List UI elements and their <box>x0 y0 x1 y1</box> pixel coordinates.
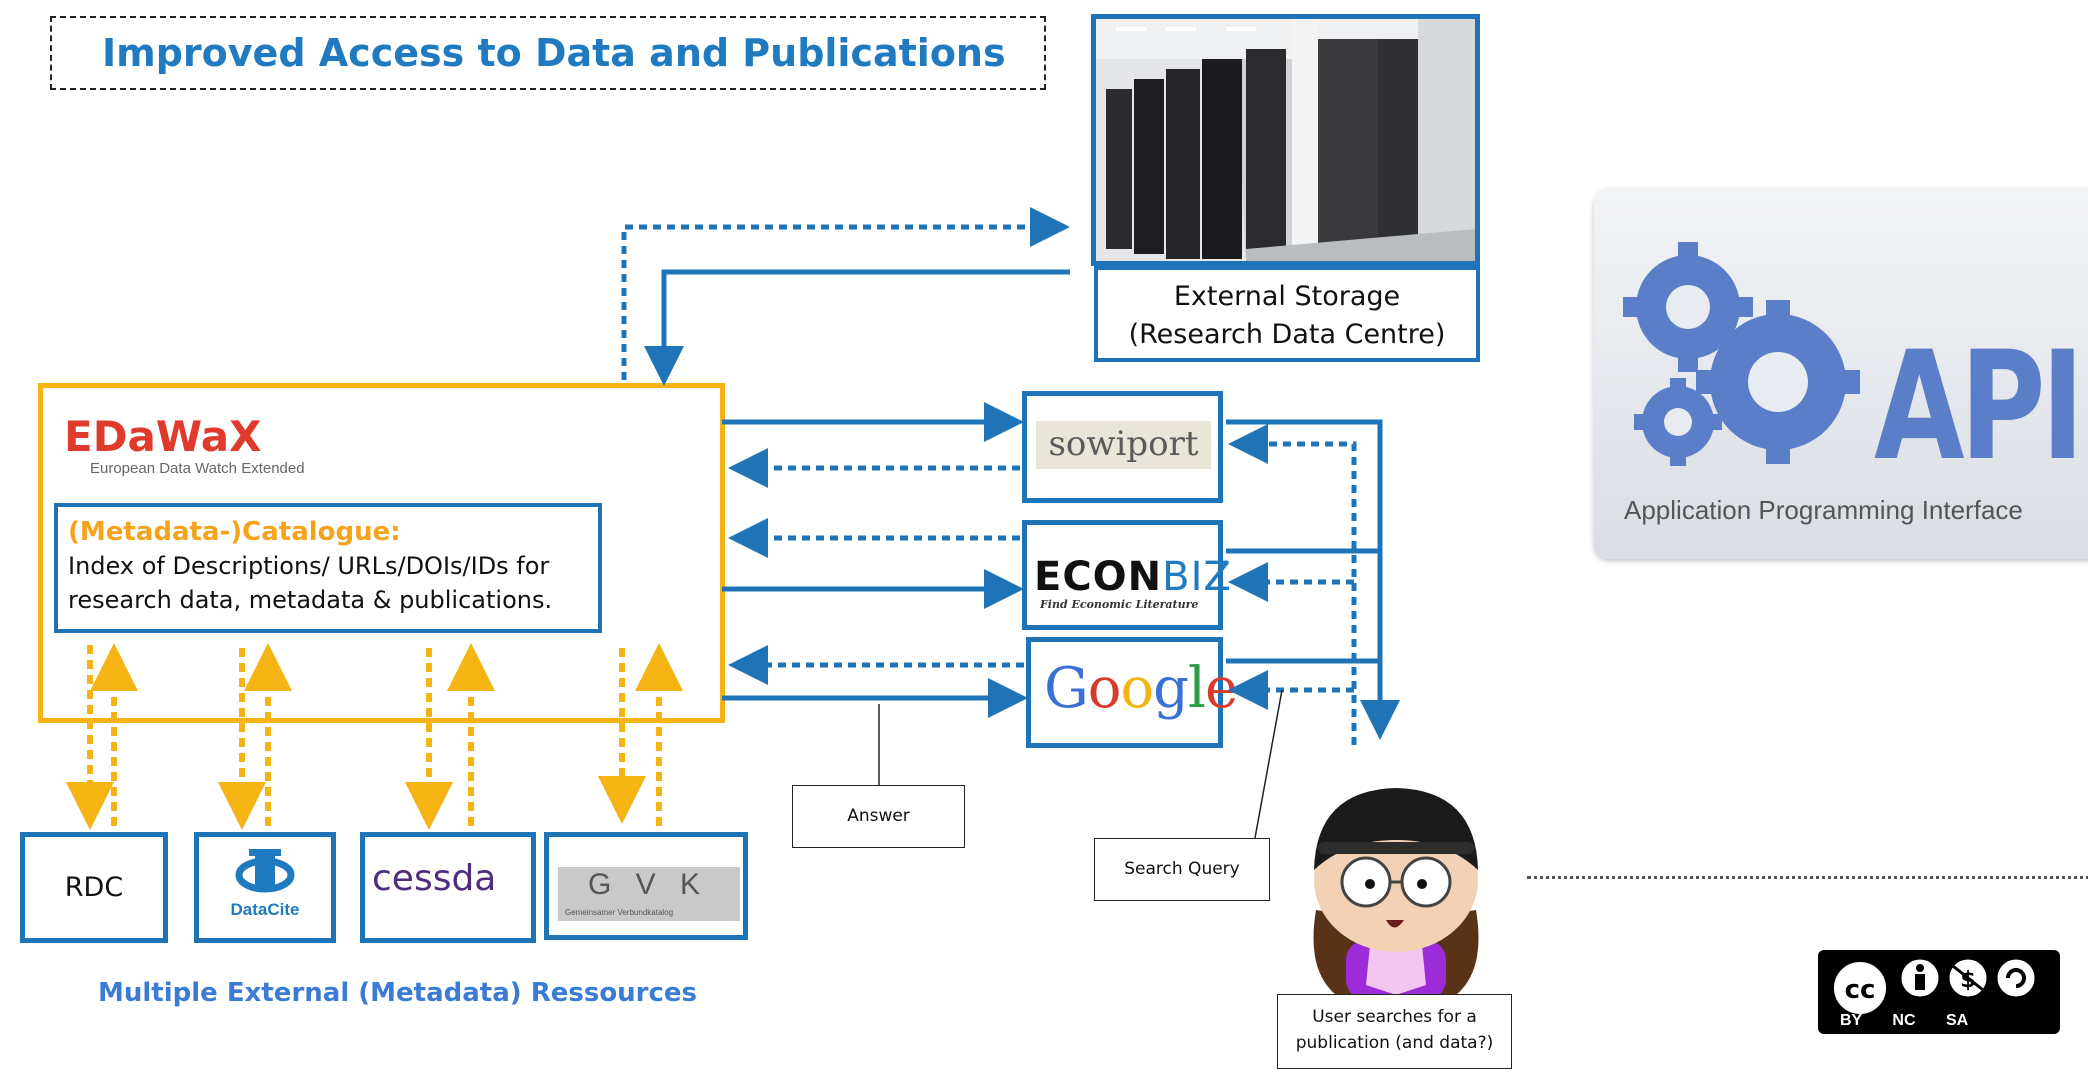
gvk-logo: G V K <box>587 868 709 901</box>
dotted-divider <box>1527 876 2088 879</box>
server-room-illustration <box>1096 19 1475 261</box>
rdc-label: RDC <box>64 872 124 903</box>
resources-caption: Multiple External (Metadata) Ressources <box>98 978 698 1008</box>
answer-label: Answer <box>792 785 965 848</box>
datacite-label: DataCite <box>230 900 300 919</box>
catalogue-box: (Metadata-)Catalogue: Index of Descripti… <box>54 503 602 633</box>
gears-icon <box>1623 242 1860 466</box>
catalogue-line-1: Index of Descriptions/ URLs/DOIs/IDs for <box>68 552 550 580</box>
sowiport-logo: sowiport <box>1036 421 1211 469</box>
gvk-logo-background <box>558 867 740 921</box>
econbiz-box <box>1022 520 1223 630</box>
external-storage-title: External Storage <box>1173 281 1401 312</box>
google-box <box>1026 637 1223 748</box>
datacite-box <box>194 832 336 943</box>
user-description-label: User searches for a publication (and dat… <box>1277 994 1512 1069</box>
title-frame <box>50 16 1046 90</box>
catalogue-title: (Metadata-)Catalogue: <box>68 517 401 547</box>
google-logo-letter: l <box>1188 656 1206 721</box>
rdc-box <box>20 832 168 943</box>
cessda-logo: cessda <box>372 858 497 899</box>
cc-icon-text: cc <box>1845 975 1876 1005</box>
econbiz-logo: ECONBIZ <box>1034 554 1232 600</box>
api-caption: Application Programming Interface <box>1624 495 2023 525</box>
user-description-line-2: publication (and data?) <box>1295 1033 1494 1053</box>
google-logo-letter: G <box>1044 656 1089 721</box>
page-title: Improved Access to Data and Publications <box>102 31 1006 75</box>
services-to-user-arrow <box>1226 419 1400 740</box>
query-callout-line <box>1254 689 1283 839</box>
gvk-subtitle: Gemeinsamer Verbundkatalog <box>565 908 674 917</box>
google-logo-letter: o <box>1120 656 1154 721</box>
cc-license-text: BY NC SA <box>1840 1012 1969 1029</box>
econbiz-logo-econ: ECON <box>1034 554 1163 600</box>
external-storage-label: External Storage (Research Data Centre) <box>1094 266 1480 362</box>
econbiz-tagline: Find Economic Literature <box>1040 598 1199 611</box>
external-storage-subtitle: (Research Data Centre) <box>1128 319 1446 350</box>
user-description-line-1: User searches for a <box>1312 1007 1477 1027</box>
server-room-image <box>1091 14 1480 266</box>
api-logo-text: API <box>1874 320 2084 494</box>
cessda-box <box>360 832 536 943</box>
storage-to-edawax-arrow <box>644 269 1070 386</box>
cc-license-badge: cc $ <box>1818 950 2060 1034</box>
cc-license-icons: cc $ <box>1830 956 2038 1018</box>
catalogue-description: Index of Descriptions/ URLs/DOIs/IDs for… <box>68 549 588 617</box>
user-character-icon <box>1313 788 1479 1000</box>
catalogue-line-2: research data, metadata & publications. <box>68 586 553 614</box>
google-logo: Google <box>1044 656 1238 721</box>
edawax-subtitle: European Data Watch Extended <box>90 460 305 477</box>
search-query-label: Search Query <box>1094 838 1270 901</box>
edawax-logo: EDaWaX <box>64 412 262 461</box>
google-logo-letter: g <box>1153 656 1189 721</box>
google-logo-letter: o <box>1087 656 1122 721</box>
econbiz-logo-biz: BIZ <box>1162 554 1232 600</box>
query-to-sowiport-arrow <box>1228 424 1357 745</box>
datacite-logo-icon <box>235 849 295 893</box>
edawax-to-storage-arrow <box>621 207 1070 380</box>
